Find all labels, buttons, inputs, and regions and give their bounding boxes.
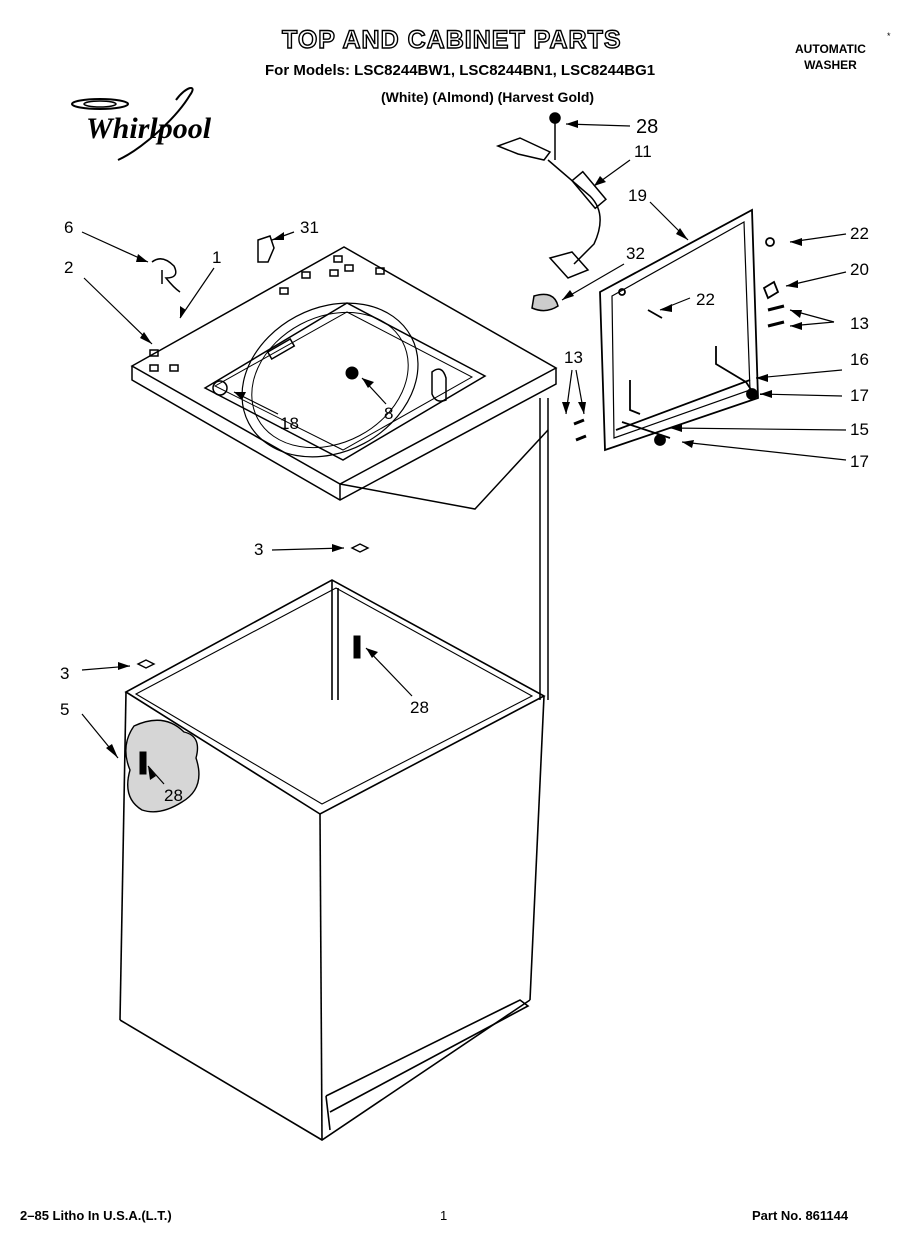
brand-logo: Whirlpool (86, 112, 212, 145)
callout-32: 32 (626, 244, 645, 263)
mark-asterisk: * (887, 31, 891, 41)
callout-22-outer: 22 (850, 224, 869, 243)
part-19-lid (573, 208, 785, 452)
callout-5: 5 (60, 700, 70, 719)
product-type: AUTOMATIC WASHER (795, 41, 866, 73)
cutaway-view (125, 719, 200, 813)
callout-22-inner: 22 (696, 290, 715, 309)
product-type-line1: AUTOMATIC (795, 42, 866, 56)
callout-18: 18 (280, 414, 299, 433)
callout-16: 16 (850, 350, 869, 369)
page-number: 1 (440, 1208, 448, 1223)
model-list: For Models: LSC8244BW1, LSC8244BN1, LSC8… (265, 62, 656, 79)
callout-3-upper: 3 (254, 540, 264, 559)
callout-17-upper: 17 (850, 386, 869, 405)
callout-13-right: 13 (850, 314, 869, 333)
callout-15: 15 (850, 420, 869, 439)
part-6-clip (151, 258, 181, 293)
part-31-bracket (257, 235, 275, 263)
part-number: Part No. 861144 (752, 1208, 849, 1223)
part-3-clips (136, 543, 370, 669)
part-8-screw (345, 366, 359, 380)
callout-3-lower: 3 (60, 664, 70, 683)
callout-28-top: 28 (636, 116, 659, 138)
cabinet (119, 579, 546, 1141)
top-panel (130, 246, 558, 700)
color-list: (White) (Almond) (Harvest Gold) (381, 89, 595, 105)
litho-note: 2–85 Litho In U.S.A.(L.T.) (20, 1208, 172, 1223)
callout-6: 6 (64, 218, 74, 237)
callout-1: 1 (212, 248, 222, 267)
product-type-line2: WASHER (804, 58, 857, 72)
callout-19: 19 (628, 186, 647, 205)
callout-31: 31 (300, 218, 319, 237)
callout-28-cabinet: 28 (410, 698, 429, 717)
page-title: TOP AND CABINET PARTS (281, 25, 622, 54)
callout-20: 20 (850, 260, 869, 279)
leader-lines (81, 123, 847, 785)
callout-2: 2 (64, 258, 74, 277)
callout-28-cutaway: 28 (164, 786, 183, 805)
callout-17-lower: 17 (850, 452, 869, 471)
part-28-screws (139, 635, 361, 775)
brand-logo-swirl (71, 87, 194, 161)
leader-arrowheads (106, 120, 802, 780)
part-11-harness (495, 112, 607, 312)
callout-11: 11 (634, 142, 652, 161)
callout-8: 8 (384, 404, 394, 423)
callout-13-left: 13 (564, 348, 583, 367)
